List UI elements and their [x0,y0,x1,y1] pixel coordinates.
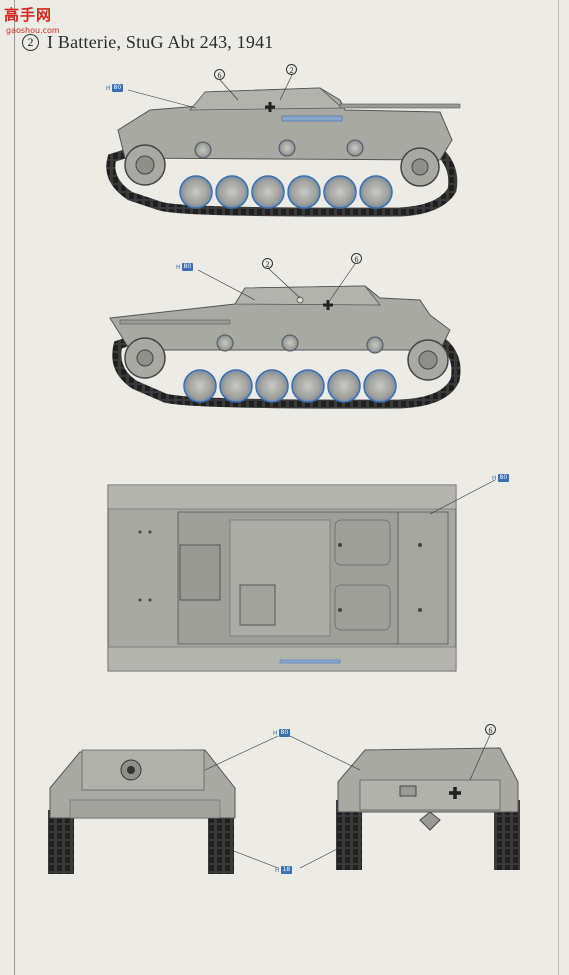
balkenkreuz [265,102,275,112]
marking-number-2: 2 [262,258,273,269]
side-view-right [106,74,461,217]
marking-number-2: 2 [286,64,297,75]
track [208,810,234,874]
front-view [48,735,279,874]
scheme-heading: 2 I Batterie, StuG Abt 243, 1941 [22,31,273,53]
balkenkreuz [449,787,461,799]
scheme-title: I Batterie, StuG Abt 243, 1941 [47,31,274,52]
top-view [107,479,496,672]
marking-number-6: 6 [485,724,496,735]
track [112,329,461,409]
site-watermark: 高手网 gaoshou.com [4,4,72,38]
balkenkreuz [323,300,333,310]
scheme-number-badge: 2 [22,33,39,51]
watermark-url: gaoshou.com [6,26,60,35]
road-wheels [179,175,393,209]
rear-view [289,734,520,870]
marking-number-6: 6 [351,253,362,264]
track [48,810,74,874]
side-view-left [109,263,461,409]
page-border [14,0,559,975]
track [106,141,458,217]
marking-number-6: 6 [214,69,225,80]
watermark-title: 高手网 [4,6,53,24]
road-wheels [183,369,397,403]
